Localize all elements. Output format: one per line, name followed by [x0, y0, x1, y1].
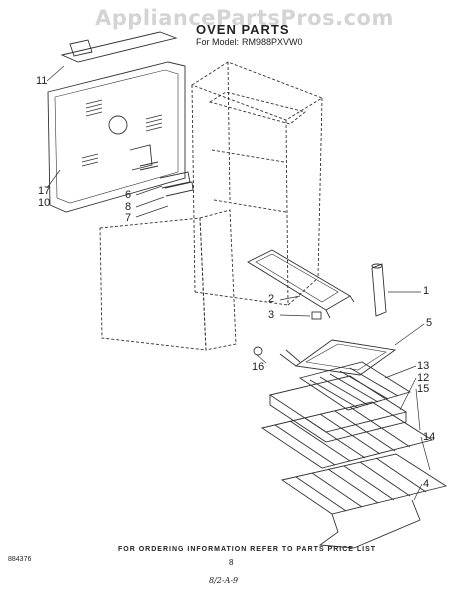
part-3-clip	[311, 311, 322, 320]
part-14-lower-rack	[280, 453, 448, 515]
callout-7: 7	[125, 212, 132, 224]
part-4-broil-element	[318, 499, 421, 549]
oven-cavity-frame	[190, 61, 324, 306]
model-number: RM988PXVW0	[242, 37, 303, 47]
part-17-rear-panel	[47, 61, 194, 213]
model-prefix: For Model:	[196, 37, 240, 47]
callout-8: 8	[125, 201, 132, 213]
side-panel-dashed	[99, 209, 237, 351]
part-12-broiler-pan	[268, 375, 408, 443]
callout-16: 16	[252, 361, 265, 373]
watermark: AppliancePartsPros.com	[95, 6, 394, 30]
callout-11: 11	[36, 75, 48, 87]
part-16-grommet	[253, 346, 263, 356]
callout-6: 6	[125, 189, 132, 201]
ordering-note: FOR ORDERING INFORMATION REFER TO PARTS …	[118, 546, 377, 553]
part-1-handle	[371, 263, 387, 317]
part-15-oven-rack	[260, 401, 434, 469]
page-number: 8	[229, 558, 234, 567]
callout-17: 17	[38, 185, 51, 197]
callout-1: 1	[423, 285, 430, 297]
part-11-top-bracket	[60, 31, 178, 63]
doc-code: 884376	[8, 556, 32, 563]
callout-15: 15	[417, 383, 430, 395]
callout-3: 3	[268, 309, 275, 321]
callout-12: 12	[417, 372, 430, 384]
callout-5: 5	[426, 317, 433, 329]
callout-10: 10	[38, 197, 51, 209]
page-title: OVEN PARTS	[196, 22, 290, 37]
leader-lines	[46, 65, 431, 501]
callout-14: 14	[423, 431, 436, 443]
model-line: For Model:RM988PXVW0	[196, 37, 306, 47]
part-5-bake-element	[279, 339, 397, 376]
callout-4: 4	[423, 478, 430, 490]
callout-13: 13	[417, 360, 430, 372]
callout-2: 2	[268, 293, 275, 305]
handwritten-note: 8/2-A-9	[209, 576, 239, 585]
part-2-bottom-rail	[247, 249, 355, 319]
